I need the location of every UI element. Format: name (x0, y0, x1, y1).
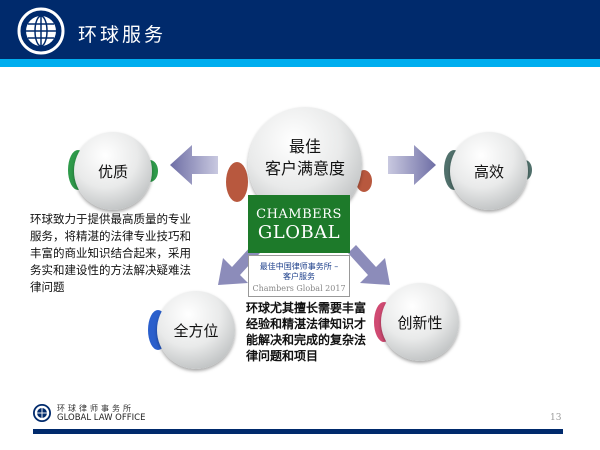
header-bar (0, 0, 600, 59)
award-source: Chambers Global 2017 (252, 284, 346, 293)
page-number: 13 (550, 413, 562, 423)
node-label: 高效 (473, 162, 504, 181)
node-quality: 优质 (74, 132, 152, 210)
award-title: 最佳中国律师事务所 – (259, 262, 339, 271)
center-label-1: 最佳 (288, 137, 321, 156)
award-box: 最佳中国律师事务所 –客户服务 Chambers Global 2017 (248, 255, 350, 297)
footer-firm-cn: 环球律师事务所 (57, 404, 134, 413)
center-label-2: 客户满意度 (264, 159, 345, 178)
chambers-global-badge: CHAMBERS GLOBAL (248, 195, 350, 253)
arrow-left-icon (170, 145, 218, 185)
footer-globe-icon (33, 404, 51, 422)
footer-rule (33, 429, 563, 434)
globe-icon (17, 7, 65, 55)
node-efficiency: 高效 (450, 132, 528, 210)
node-label: 全方位 (173, 321, 219, 340)
node-innovation: 创新性 (381, 283, 459, 361)
quality-description: 环球致力于提供最高质量的专业服务，将精湛的法律专业技巧和丰富的商业知识结合起来，… (30, 212, 191, 294)
chambers-line2: GLOBAL (257, 222, 341, 243)
node-all-round: 全方位 (157, 291, 235, 369)
page-title: 环球服务 (78, 24, 167, 46)
node-label: 创新性 (397, 313, 443, 332)
arrow-right-icon (388, 145, 436, 185)
chambers-line1: CHAMBERS (256, 207, 342, 222)
node-label: 优质 (97, 162, 128, 181)
footer-firm-en: GLOBAL LAW OFFICE (57, 413, 146, 423)
header-accent-strip (0, 59, 600, 67)
center-accent (226, 162, 248, 202)
complex-matters-description: 环球尤其擅长需要丰富经验和精湛法律知识才能解决和完成的复杂法律问题和项目 (246, 301, 367, 363)
arrow-down-right-icon (348, 245, 390, 285)
award-subtitle: 客户服务 (283, 272, 315, 281)
